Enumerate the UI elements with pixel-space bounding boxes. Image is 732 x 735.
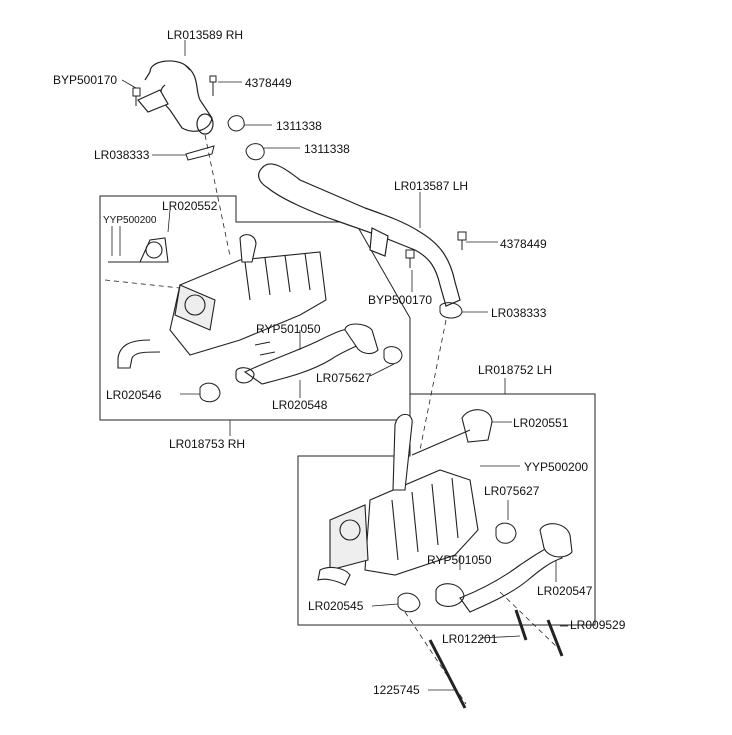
gasket-lr020545 — [397, 592, 421, 613]
label-lr038333-right: LR038333 — [491, 306, 547, 320]
label-lr018752: LR018752 LH — [478, 363, 553, 377]
label-lr013589: LR013589 RH — [167, 28, 244, 42]
label-lr038333-left: LR038333 — [94, 148, 150, 162]
bolt-byp500170-top — [132, 87, 141, 106]
clamp-1311338-b — [245, 143, 265, 161]
gasket-lr075627-left — [383, 346, 403, 365]
label-1311338-b: 1311338 — [304, 142, 350, 156]
egr-pipe-rh — [137, 60, 214, 135]
label-1225745: 1225745 — [373, 683, 420, 697]
label-lr013587: LR013587 LH — [394, 179, 469, 193]
label-1311338-a: 1311338 — [276, 119, 322, 133]
egr-cooler-lh — [317, 409, 493, 586]
gasket-lr038333-left — [185, 145, 215, 161]
leader-lines — [111, 40, 568, 691]
label-lr018753: LR018753 RH — [169, 437, 246, 451]
label-4378449-top: 4378449 — [245, 76, 292, 90]
rh-assembly-boundary — [99, 195, 411, 421]
label-4378449-right: 4378449 — [500, 237, 547, 251]
bolt-1225745 — [428, 639, 467, 709]
label-lr020546: LR020546 — [106, 388, 162, 402]
bolt-4378449-right — [457, 231, 467, 250]
label-lr020545: LR020545 — [308, 599, 364, 613]
label-yyp500200-right: YYP500200 — [524, 460, 589, 474]
label-ryp501050-right: RYP501050 — [427, 553, 492, 567]
label-lr075627-left: LR075627 — [316, 371, 372, 385]
lh-assembly-boundary — [297, 393, 596, 626]
outlet-pipe-lr020548 — [235, 323, 379, 385]
label-lr012201: LR012201 — [442, 632, 498, 646]
gasket-lr020546 — [199, 382, 221, 403]
bolt-lr012201 — [514, 609, 528, 641]
label-byp500170-mid: BYP500170 — [368, 293, 433, 307]
label-lr020547: LR020547 — [537, 584, 593, 598]
dashed-guides — [104, 134, 561, 705]
gasket-lr038333-right — [439, 302, 463, 319]
label-lr020551: LR020551 — [513, 416, 569, 430]
label-byp500170-top: BYP500170 — [53, 73, 118, 87]
label-lr020552: LR020552 — [162, 199, 218, 213]
outlet-pipe-lr020547 — [435, 523, 573, 613]
gasket-lr075627-right — [495, 522, 517, 544]
label-lr075627-right: LR075627 — [484, 484, 540, 498]
label-ryp501050-left: RYP501050 — [256, 322, 321, 336]
label-lr020548: LR020548 — [272, 398, 328, 412]
bolt-byp500170-mid — [405, 249, 415, 268]
bolt-4378449-top — [209, 75, 217, 96]
egr-cooler-rh — [108, 234, 327, 369]
clamp-1311338-a — [227, 115, 245, 132]
label-yyp500200-left: YYP500200 — [103, 215, 157, 226]
label-lr009529: LR009529 — [570, 618, 626, 632]
egr-pipe-lh — [258, 163, 461, 307]
